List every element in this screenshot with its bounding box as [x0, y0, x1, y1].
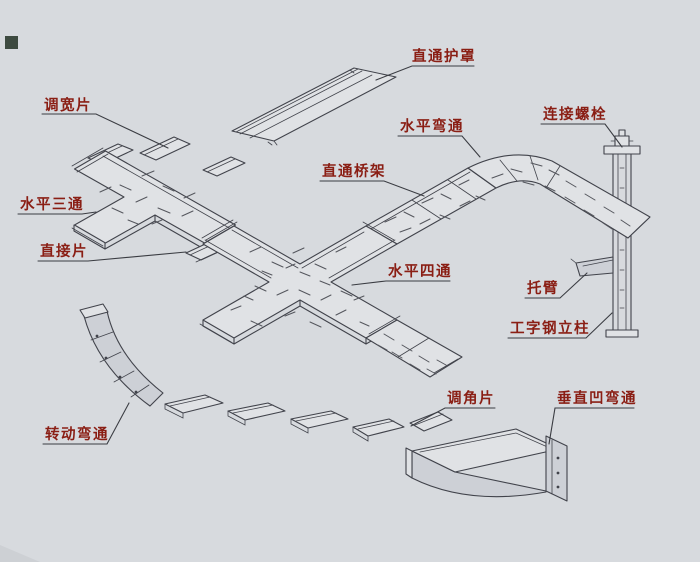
rivet: [95, 334, 99, 338]
leader-lines: [17, 65, 635, 445]
rims-upper: [204, 229, 396, 279]
rivet: [556, 485, 560, 489]
label-straight-tray: 直通桥架: [322, 162, 386, 180]
part-vertical-concave-bend: [405, 428, 568, 502]
segment-2-detail: [227, 404, 274, 426]
joints: [499, 155, 651, 239]
end-tabs: [267, 69, 355, 146]
front-wall: [411, 450, 547, 498]
segment-1-detail: [164, 396, 211, 419]
segment-3: [290, 410, 349, 429]
part-horizontal-cross: [199, 221, 401, 345]
outline: [83, 310, 164, 407]
outline: [365, 319, 463, 378]
leader-vertical-concave-bend: [548, 407, 635, 445]
label-horizontal-tee: 水平三通: [20, 195, 84, 213]
label-width-adjust-piece: 调宽片: [44, 96, 92, 114]
support-arm: [575, 256, 614, 277]
piece-3: [202, 156, 246, 177]
fold-lines: [235, 68, 373, 139]
web-fill: [613, 152, 631, 330]
segment-2: [227, 402, 286, 421]
top-flange: [79, 303, 109, 319]
leader-horizontal-bend: [397, 135, 481, 158]
rivet: [104, 356, 108, 360]
rim: [102, 155, 232, 230]
angle-piece-2-detail: [414, 413, 444, 426]
leader-i-beam-column: [507, 312, 613, 339]
rivet: [134, 390, 138, 394]
part-straight-cover: [231, 67, 397, 146]
piece-2-fold: [143, 138, 179, 156]
web-lines: [617, 151, 627, 331]
label-direct-piece: 直接片: [40, 242, 88, 260]
leader-horizontal-cross: [351, 280, 451, 286]
support-arm-detail: [570, 258, 614, 267]
label-connecting-bolt: 连接螺栓: [543, 105, 607, 123]
segment-1: [164, 394, 224, 414]
part-horizontal-tee: [71, 147, 237, 250]
rivet: [556, 471, 560, 475]
joints: [368, 171, 477, 231]
leader-rotating-bend: [42, 402, 130, 445]
bolt-head: [618, 129, 626, 137]
end-flanges: [199, 221, 401, 343]
right-plate: [545, 435, 568, 502]
leader-connecting-bolt: [540, 123, 623, 148]
label-horizontal-bend: 水平弯通: [400, 117, 464, 135]
rim: [419, 432, 553, 453]
label-vertical-concave-bend: 垂直凹弯通: [557, 389, 637, 407]
piece-3-fold: [206, 158, 236, 173]
angle-piece-1: [352, 418, 405, 437]
segment-3-detail: [290, 412, 337, 434]
piece-2: [139, 136, 191, 161]
ribs: [90, 331, 150, 398]
part-branch-tray: [365, 319, 463, 378]
left-lip: [405, 447, 413, 479]
leader-straight-tray: [319, 180, 425, 197]
rivet: [118, 375, 122, 379]
outline: [231, 67, 397, 142]
joints: [397, 337, 459, 374]
bolt-holes: [619, 167, 625, 309]
label-support-arm: 托臂: [527, 279, 559, 297]
corner-shadow: [0, 545, 40, 562]
part-horizontal-bend: [467, 154, 651, 239]
label-i-beam-column: 工字钢立柱: [510, 319, 590, 337]
part-bottom-chain: [164, 394, 453, 442]
leader-support-arm: [524, 272, 588, 299]
corner-mark: [5, 36, 18, 49]
label-horizontal-cross: 水平四通: [388, 262, 452, 280]
label-angle-adjust-piece: 调角片: [447, 389, 495, 407]
leader-width-adjust-piece: [41, 113, 169, 149]
label-straight-cover: 直通护罩: [412, 47, 476, 65]
part-i-beam-column: [570, 129, 641, 338]
part-rotating-bend: [79, 303, 164, 407]
leader-horizontal-tee: [17, 211, 97, 215]
outline: [202, 225, 398, 339]
end-flanges: [71, 147, 234, 247]
base-cap: [605, 329, 639, 338]
leader-direct-piece: [37, 251, 187, 262]
outline: [73, 150, 237, 244]
angle-piece-2: [409, 411, 453, 432]
hatch-marks: [99, 162, 631, 375]
rivet: [556, 456, 560, 460]
flanges: [612, 151, 632, 331]
leader-straight-cover: [375, 65, 475, 81]
leader-angle-adjust-piece: [410, 407, 496, 427]
label-rotating-bend: 转动弯通: [45, 425, 109, 443]
angle-piece-1-detail: [352, 420, 395, 442]
labels: 直通护罩 调宽片 水平弯通 连接螺栓 直通桥架 水平三通 直接片 水平四通 托臂…: [20, 47, 637, 443]
